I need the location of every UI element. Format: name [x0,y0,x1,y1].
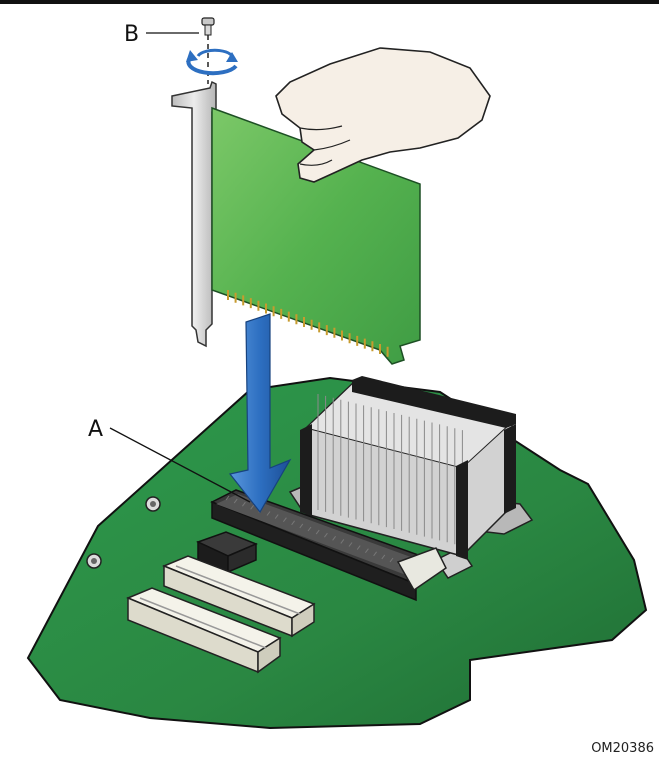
add-in-card [211,106,421,365]
pci-slot [162,555,316,638]
callout-b-label: B [124,22,139,47]
hand [275,47,491,183]
insert-direction-arrow [228,313,292,514]
rotate-clockwise-icon [186,48,238,76]
mounting-hole [145,496,161,512]
top-border [0,0,659,4]
heatsink [288,376,534,579]
pci-slot [126,587,282,674]
figure-id: OM20386 [591,741,654,756]
card-edge-contacts [227,290,389,357]
card-bracket [171,80,217,348]
heatsink-fins [317,394,463,547]
pcie-x16-slot [210,489,447,602]
callout-a-leader [109,427,251,503]
screw [201,17,215,84]
mounting-hole [86,553,102,569]
pcie-x1-slot [196,531,258,574]
callout-a-label: A [88,417,103,442]
